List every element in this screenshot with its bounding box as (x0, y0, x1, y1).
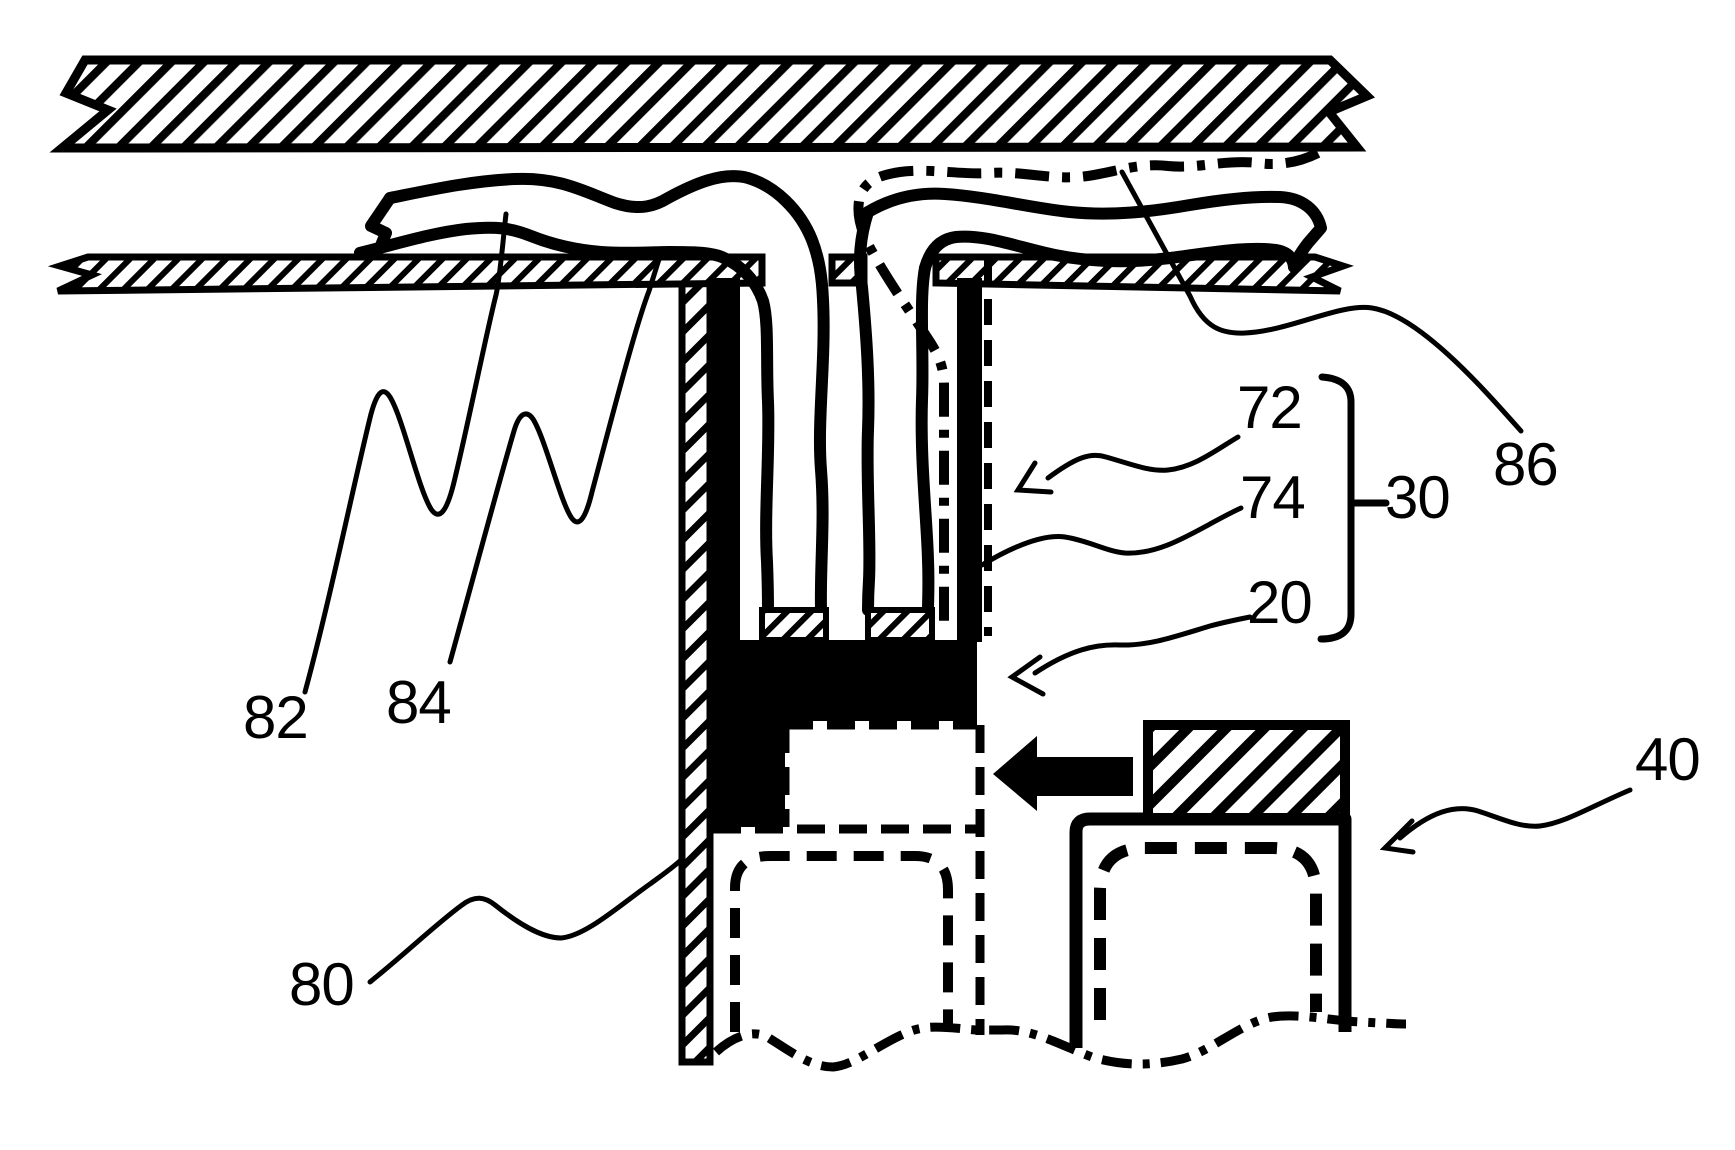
ref-label-86: 86 (1493, 431, 1559, 498)
ref-label-74: 74 (1240, 464, 1306, 531)
ref-label-84: 84 (386, 669, 452, 736)
leader-40-arrowhead (1379, 818, 1416, 855)
leader-74 (979, 505, 1244, 568)
ref-label-72: 72 (1237, 374, 1303, 441)
insertion-arrow (993, 736, 1133, 811)
leader-40 (1397, 787, 1633, 841)
mating-connector (1069, 720, 1352, 1048)
support-column-hatched (678, 248, 714, 1066)
ref-label-82: 82 (243, 684, 309, 751)
break-line-bottom (713, 1011, 1407, 1072)
ref-label-20: 20 (1247, 569, 1313, 636)
connector-lock-hatched (1143, 720, 1350, 823)
dash-dot-wire-86 (853, 148, 1321, 632)
leader-80 (367, 856, 685, 985)
inner-housing-dashed (730, 851, 953, 1032)
channel-side-bars (710, 278, 982, 642)
wire-end-terminals-hatched (759, 607, 935, 643)
wire-harness-tape (354, 170, 1327, 616)
leader-86 (1119, 169, 1524, 434)
bracket-30 (1317, 373, 1390, 643)
cavity-dashed-outline (713, 720, 985, 1035)
leader-82 (302, 211, 509, 695)
ref-label-80: 80 (289, 951, 355, 1018)
leader-72 (1045, 434, 1241, 481)
leader-20 (1032, 614, 1253, 676)
ref-label-40: 40 (1635, 726, 1701, 793)
roof-panel-hatched (49, 55, 1376, 153)
leader-lines (302, 169, 1633, 985)
leader-20-arrowhead (1007, 654, 1046, 697)
connector-inner-dashed (1094, 842, 1322, 1020)
leader-72-arrowhead (1013, 460, 1054, 495)
connector-body-outline (1069, 812, 1352, 1048)
ref-label-30: 30 (1385, 464, 1451, 531)
leader-84 (447, 256, 662, 665)
grommet-block (713, 640, 977, 827)
